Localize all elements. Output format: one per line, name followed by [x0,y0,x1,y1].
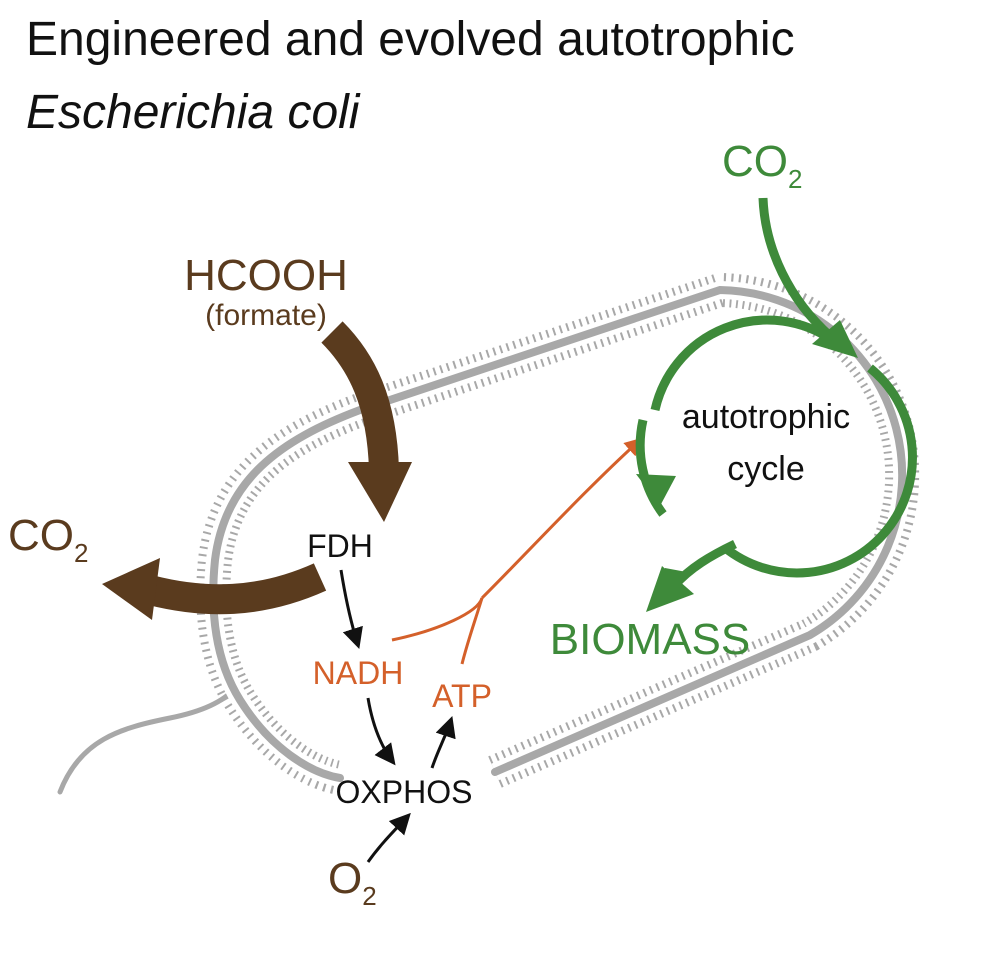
o2-to-oxphos-arrow [366,812,411,863]
formate-label: HCOOH [184,251,348,300]
co2-fixed-label: CO2 [722,137,802,194]
fdh-to-nadh-arrow [339,569,363,650]
fdh-label: FDH [307,528,373,564]
biomass-label: BIOMASS [550,615,751,664]
co2-fixation-arrow [758,197,858,358]
co2-released-label: CO2 [8,511,88,568]
nadh-to-oxphos-arrow [366,697,396,766]
title-line-1: Engineered and evolved autotrophic [26,13,795,66]
cycle-arrowhead [636,474,676,506]
formate-sublabel: (formate) [205,299,327,332]
cycle-label-line1: autotrophic [682,398,850,436]
flagellum [57,685,238,795]
atp-label: ATP [432,678,492,714]
oxphos-to-atp-arrow [430,716,456,769]
energy-supply-arrows [391,437,643,665]
cycle-label-line2: cycle [727,450,804,488]
title-line-2-species: Escherichia coli [26,86,361,139]
formate-uptake-arrow [321,321,412,522]
co2-release-arrow [102,558,327,620]
oxphos-label: OXPHOS [336,774,473,810]
nadh-label: NADH [313,655,404,691]
autotrophic-cycle-ring [635,315,917,578]
o2-label: O2 [328,854,377,911]
biomass-arrow [646,539,737,612]
